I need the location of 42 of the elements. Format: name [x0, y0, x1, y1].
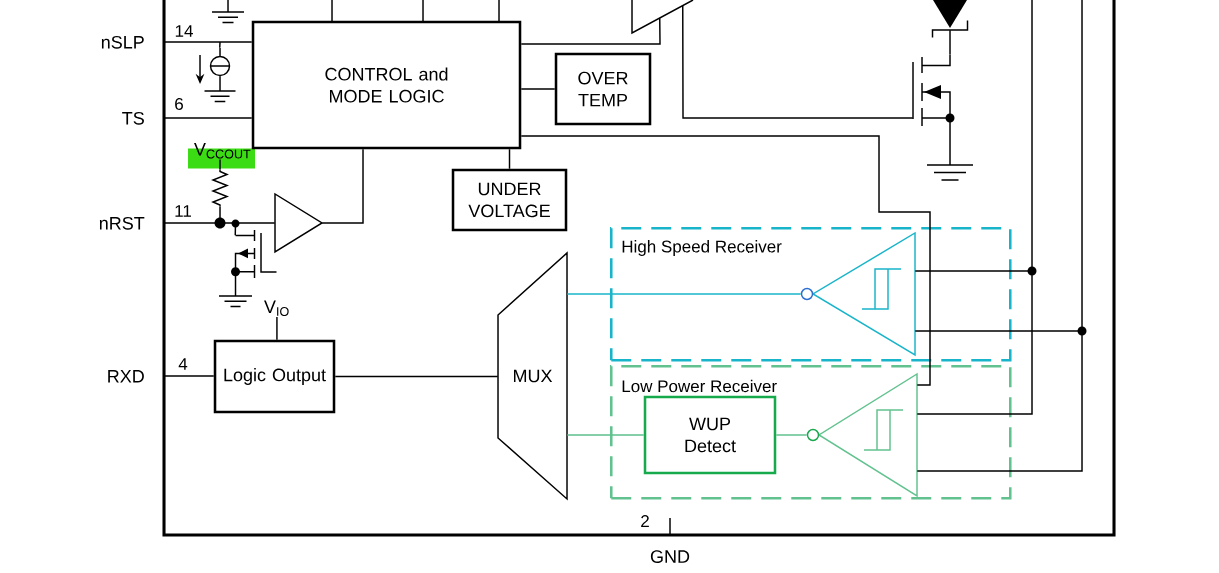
pin-number: 11: [175, 205, 191, 217]
wire: [566, 293, 802, 295]
supply-label: V$_{IO}$: [264, 300, 289, 316]
pin-number: 6: [175, 97, 183, 110]
wire: [949, 29, 951, 56]
pin-label: TS: [122, 111, 144, 125]
wire: [914, 0, 1033, 415]
pin-number: 14: [175, 25, 193, 37]
wire: [334, 375, 499, 378]
mux-trapezoid: MUX: [497, 251, 568, 501]
pin-label: nSLP: [101, 35, 144, 49]
dashed-group-box: High Speed Receiver: [610, 227, 1012, 362]
mosfet-symbol: [912, 54, 974, 181]
pin-label: GND: [650, 550, 690, 563]
pin-label: RXD: [108, 370, 144, 383]
wire: [775, 434, 808, 436]
wire: [321, 148, 364, 224]
wire: [163, 41, 253, 49]
resistor-symbol: [211, 169, 230, 207]
wire: [219, 158, 221, 171]
block-box: UNDER VOLTAGE: [451, 168, 568, 232]
wire: [520, 17, 661, 45]
block-box: CONTROL and MODE LOGIC: [251, 20, 522, 150]
wire: [914, 0, 1083, 472]
wire: [163, 375, 215, 377]
pin-label: nRST: [99, 216, 145, 230]
wire: [163, 205, 276, 236]
pin-number: 4: [178, 358, 188, 370]
block-box: WUP Detect: [643, 395, 777, 475]
wire: [508, 148, 511, 170]
trapezoid-block: [631, 0, 694, 35]
zener-diode-symbol: [931, 0, 969, 39]
wire: [669, 517, 671, 536]
pin-number: 2: [641, 515, 649, 527]
block-box: OVER TEMP: [554, 52, 652, 126]
wire: [163, 117, 253, 119]
wire: [520, 88, 556, 90]
wire: [276, 316, 278, 341]
wire: [682, 4, 914, 119]
wire: [566, 434, 645, 436]
block-box: Logic Output: [213, 339, 336, 414]
wire: [520, 135, 931, 386]
